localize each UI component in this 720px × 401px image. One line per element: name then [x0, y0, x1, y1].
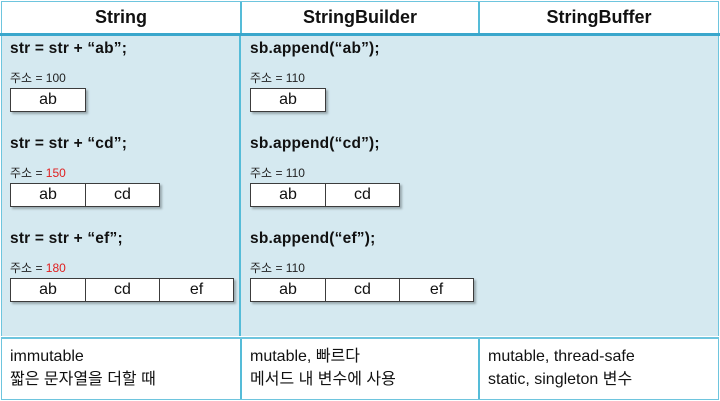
address-value: 180	[45, 261, 66, 275]
memory-cell: ef	[159, 279, 233, 301]
address-value: 110	[285, 166, 305, 180]
header-label-stringbuffer: StringBuffer	[546, 7, 652, 27]
code-line: str = str + “ef”;	[10, 230, 123, 247]
memory-cell: cd	[325, 184, 399, 206]
header-cell-string: String	[2, 2, 240, 33]
footer-line: mutable, 빠르다	[250, 348, 360, 365]
memory-cell: ab	[11, 184, 85, 206]
body-column-string: str = str + “ab”; 주소 = 100 ab str = str …	[2, 36, 240, 336]
step-stringbuilder-2: sb.append(“cd”); 주소 = 110 ab cd	[250, 135, 400, 207]
address-line: 주소 = 110	[250, 69, 380, 85]
address-equals: =	[275, 261, 283, 275]
address-value: 110	[285, 261, 305, 275]
header-underline-divider	[0, 33, 720, 36]
address-line: 주소 = 110	[250, 164, 400, 180]
address-label: 주소	[250, 261, 273, 275]
code-line: sb.append(“ef”);	[250, 230, 376, 247]
footer-line: 짧은 문자열을 더할 때	[10, 371, 156, 388]
table-header-row: String StringBuilder StringBuffer	[1, 1, 719, 33]
footer-cell-stringbuffer: mutable, thread-safe static, singleton 변…	[478, 339, 718, 399]
address-equals: =	[275, 166, 283, 180]
address-equals: =	[35, 261, 43, 275]
footer-line: static, singleton 변수	[488, 371, 633, 388]
code-line: str = str + “cd”;	[10, 135, 128, 152]
address-equals: =	[275, 71, 283, 85]
memory-cell: ab	[251, 279, 325, 301]
footer-cell-stringbuilder: mutable, 빠르다 메서드 내 변수에 사용	[240, 339, 478, 399]
address-label: 주소	[10, 71, 33, 85]
step-string-1: str = str + “ab”; 주소 = 100 ab	[10, 40, 127, 112]
memory-box: ab cd ef	[250, 278, 474, 302]
footer-line: immutable	[10, 348, 84, 365]
memory-cell: cd	[325, 279, 399, 301]
code-line: str = str + “ab”;	[10, 40, 128, 57]
table-footer-row: immutable 짧은 문자열을 더할 때 mutable, 빠르다 메서드 …	[1, 337, 719, 400]
header-cell-stringbuffer: StringBuffer	[478, 2, 718, 33]
memory-cell: ab	[251, 184, 325, 206]
memory-cell: ab	[251, 89, 325, 111]
code-line: sb.append(“cd”);	[250, 135, 380, 152]
memory-cell: ab	[11, 279, 85, 301]
memory-cell: cd	[85, 279, 159, 301]
address-label: 주소	[250, 71, 273, 85]
footer-line: 메서드 내 변수에 사용	[250, 371, 396, 388]
address-value: 110	[285, 71, 305, 85]
header-cell-stringbuilder: StringBuilder	[240, 2, 478, 33]
memory-box: ab cd	[10, 183, 160, 207]
body-column-stringbuilder: sb.append(“ab”); 주소 = 110 ab sb.append(“…	[242, 36, 480, 336]
step-string-3: str = str + “ef”; 주소 = 180 ab cd ef	[10, 230, 234, 302]
address-equals: =	[35, 71, 43, 85]
address-value: 100	[45, 71, 66, 85]
address-value: 150	[45, 166, 66, 180]
code-line: sb.append(“ab”);	[250, 40, 380, 57]
address-line: 주소 = 100	[10, 69, 127, 85]
memory-box: ab cd ef	[10, 278, 234, 302]
memory-cell: cd	[85, 184, 159, 206]
address-line: 주소 = 150	[10, 164, 160, 180]
footer-line: mutable, thread-safe	[488, 348, 635, 365]
footer-cell-string: immutable 짧은 문자열을 더할 때	[2, 339, 240, 399]
memory-cell: ab	[11, 89, 85, 111]
header-label-string: String	[95, 7, 147, 27]
body-column-divider	[239, 36, 241, 336]
step-string-2: str = str + “cd”; 주소 = 150 ab cd	[10, 135, 160, 207]
step-stringbuilder-3: sb.append(“ef”); 주소 = 110 ab cd ef	[250, 230, 474, 302]
memory-box: ab	[250, 88, 326, 112]
address-equals: =	[35, 166, 43, 180]
address-label: 주소	[10, 261, 33, 275]
step-stringbuilder-1: sb.append(“ab”); 주소 = 110 ab	[250, 40, 380, 112]
table-body-row: str = str + “ab”; 주소 = 100 ab str = str …	[1, 36, 719, 336]
address-line: 주소 = 110	[250, 259, 474, 275]
header-label-stringbuilder: StringBuilder	[302, 7, 417, 27]
memory-cell: ef	[399, 279, 473, 301]
memory-box: ab cd	[250, 183, 400, 207]
body-column-stringbuffer	[481, 36, 720, 336]
address-label: 주소	[250, 166, 273, 180]
address-line: 주소 = 180	[10, 259, 234, 275]
address-label: 주소	[10, 166, 33, 180]
memory-box: ab	[10, 88, 86, 112]
